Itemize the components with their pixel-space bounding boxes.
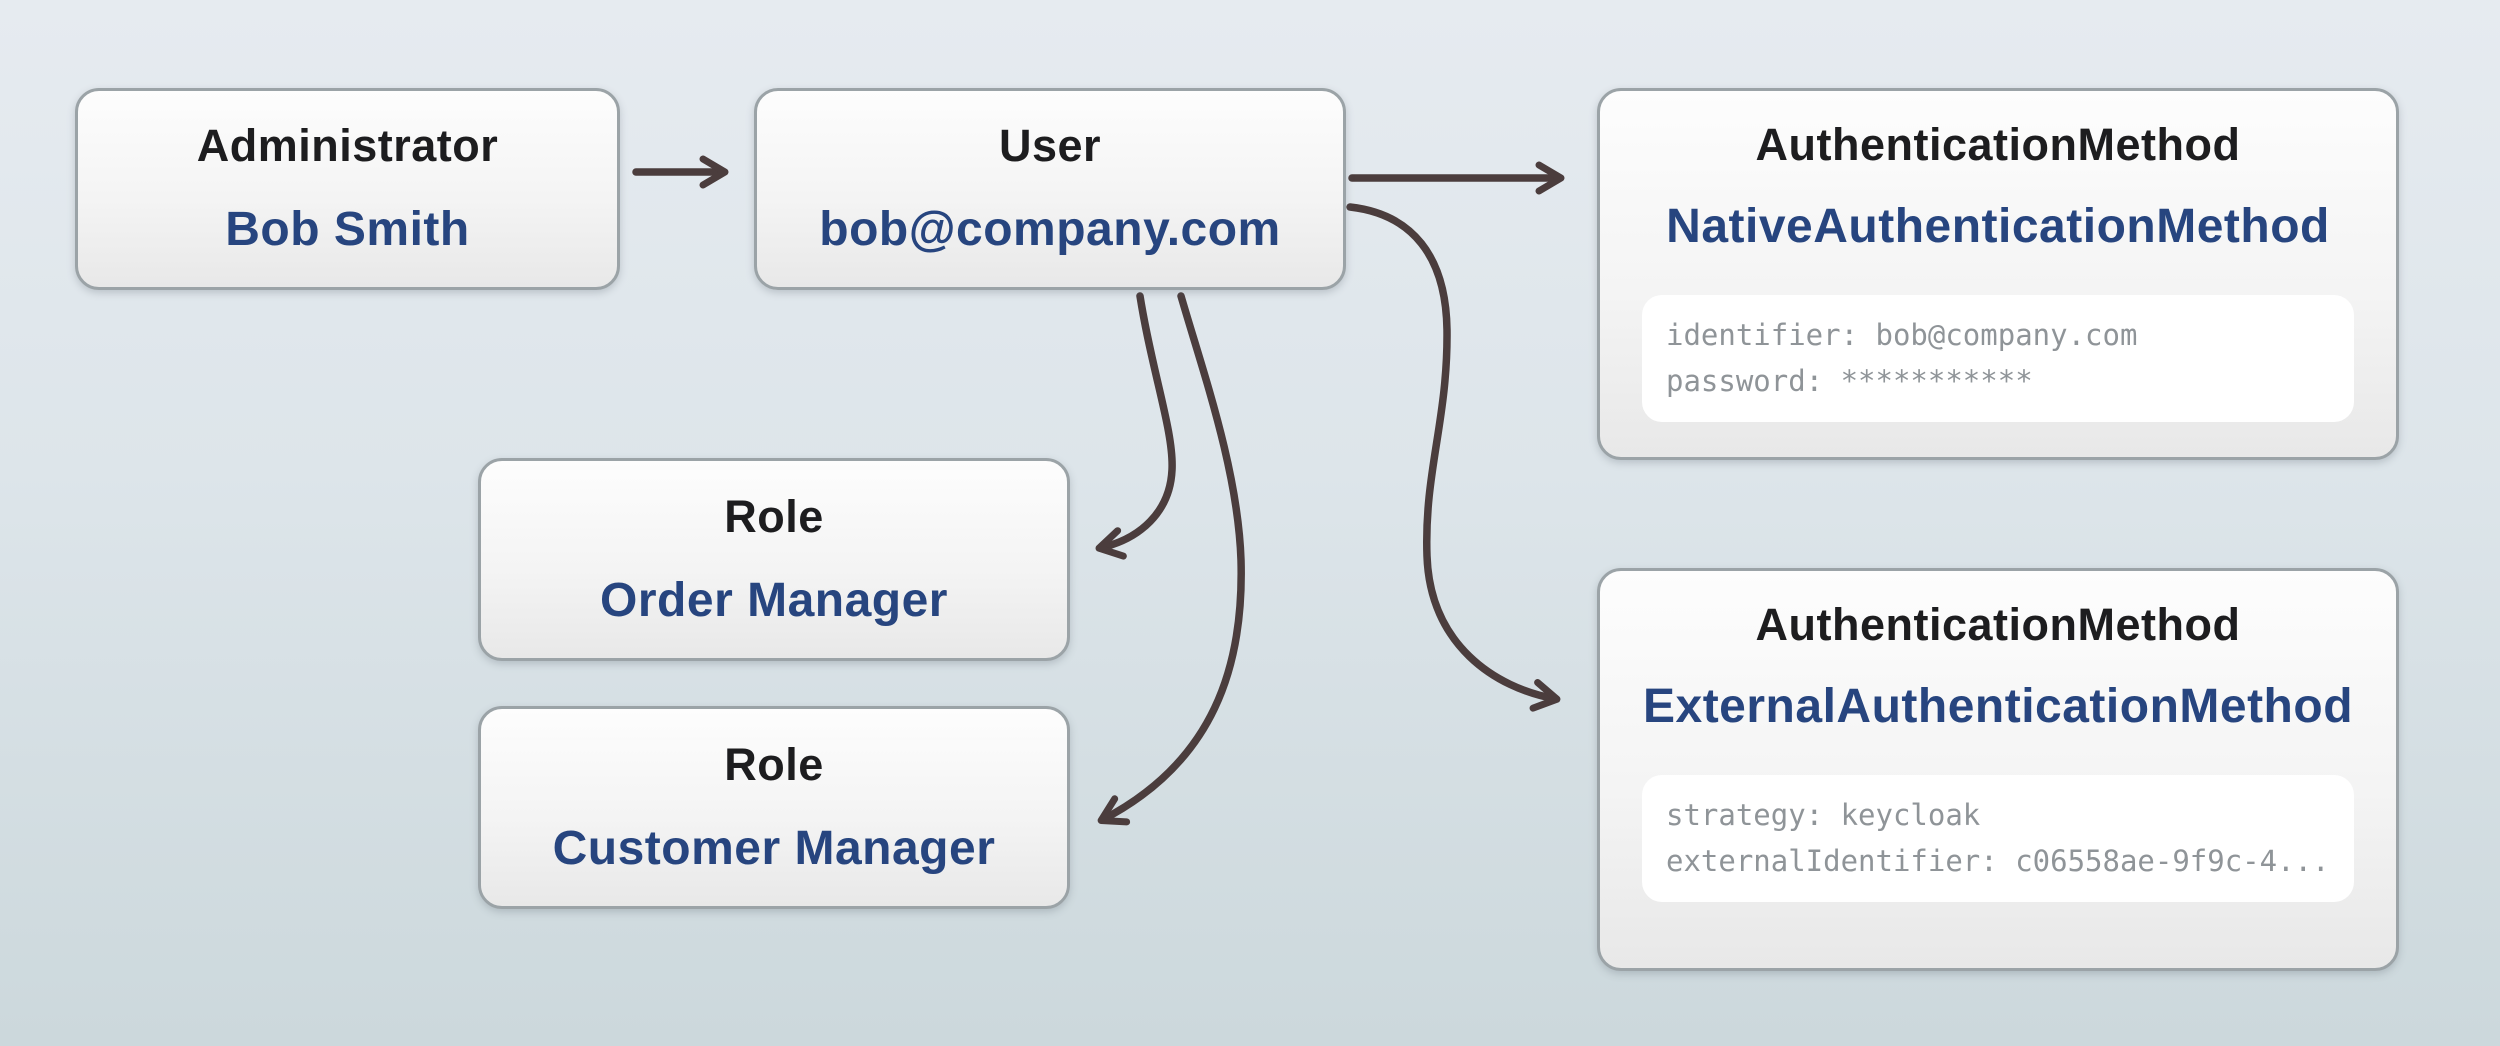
node-value: NativeAuthenticationMethod — [1666, 200, 2330, 253]
node-type-label: Role — [724, 738, 824, 790]
property-identifier: identifier: bob@company.com — [1666, 318, 2138, 352]
properties-panel: identifier: bob@company.com password: **… — [1642, 295, 2354, 422]
properties-panel: strategy: keycloak externalIdentifier: c… — [1642, 775, 2354, 902]
edge-user-to-role-customer-manager — [1097, 292, 1245, 826]
node-role-order-manager: Role Order Manager — [478, 458, 1070, 661]
node-type-label: Role — [724, 490, 824, 542]
node-external-authentication-method: AuthenticationMethod ExternalAuthenticat… — [1597, 568, 2399, 971]
edge-user-to-role-order-manager — [1095, 292, 1176, 560]
node-value: Order Manager — [600, 573, 948, 627]
node-type-label: Administrator — [196, 120, 499, 171]
node-type-label: User — [998, 120, 1102, 171]
node-user: User bob@company.com — [754, 88, 1346, 290]
property-password: password: *********** — [1666, 364, 2033, 398]
node-value: ExternalAuthenticationMethod — [1642, 680, 2354, 733]
edge-user-to-external-authentication-method — [1346, 203, 1561, 712]
node-native-authentication-method: AuthenticationMethod NativeAuthenticatio… — [1597, 88, 2399, 460]
node-value: Customer Manager — [552, 821, 996, 875]
node-role-customer-manager: Role Customer Manager — [478, 706, 1070, 909]
node-administrator: Administrator Bob Smith — [75, 88, 620, 290]
node-value: bob@company.com — [819, 203, 1281, 256]
property-external-identifier: externalIdentifier: c06558ae-9f9c-4... — [1666, 844, 2330, 878]
property-strategy: strategy: keycloak — [1666, 798, 1981, 832]
node-type-label: AuthenticationMethod — [1755, 599, 2241, 650]
node-type-label: AuthenticationMethod — [1755, 119, 2241, 170]
node-value: Bob Smith — [225, 203, 470, 256]
